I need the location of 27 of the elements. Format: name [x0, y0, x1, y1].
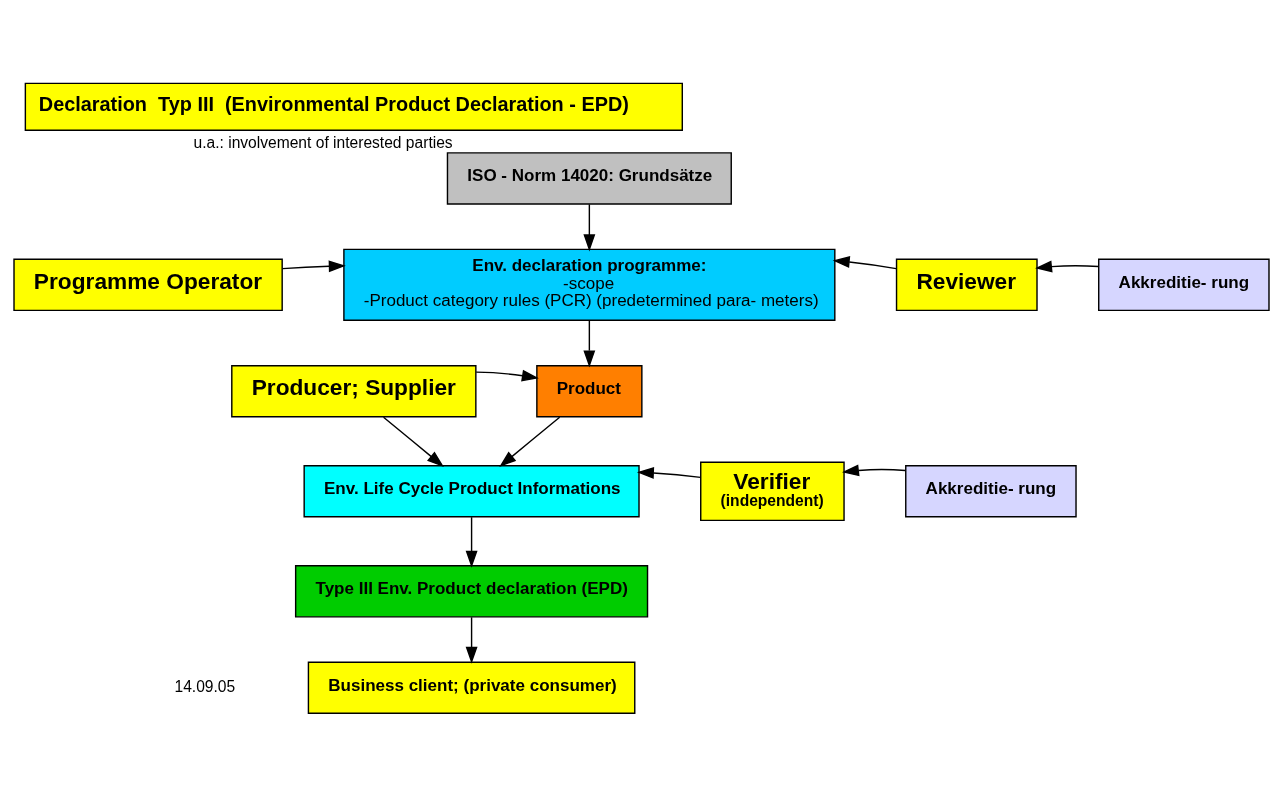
- node-box: Verifier (independent): [700, 461, 845, 522]
- node-box: Env. declaration programme: -scope -Product category rules (PCR) (predetermined para- meters): [343, 248, 836, 321]
- node-box: Product: [536, 365, 643, 418]
- arrow: [1035, 260, 1100, 273]
- node-box: Business client; (private consumer): [307, 661, 636, 715]
- node-box: ISO - Norm 14020: Grundsätze: [446, 152, 732, 205]
- node-box: Akkreditie- rung: [1098, 258, 1270, 312]
- arrow: [636, 467, 702, 479]
- arrow: [832, 256, 897, 270]
- node-box: Programme Operator: [13, 258, 283, 312]
- node-box: Akkreditie- rung: [905, 465, 1077, 518]
- node-box: Producer; Supplier: [231, 365, 477, 418]
- arrow: [465, 616, 478, 664]
- arrow: [583, 320, 596, 368]
- node-box: Env. Life Cycle Product Informations: [303, 465, 640, 518]
- node-box: Reviewer: [895, 258, 1038, 312]
- arrow: [465, 516, 478, 568]
- arrow: [281, 260, 346, 273]
- node-label: u.a.: involvement of interested parties: [193, 134, 453, 152]
- label: 14.09.05: [174, 677, 236, 695]
- arrow: [841, 464, 907, 477]
- arrow: [382, 416, 444, 468]
- diagram-title: Declaration Typ III (Environmental Product Declaration - EPD): [38, 93, 629, 116]
- arrow: [475, 369, 539, 382]
- node-box: Type III Env. Product declaration (EPD): [294, 565, 649, 618]
- arrow: [499, 416, 561, 468]
- arrow: [583, 203, 596, 252]
